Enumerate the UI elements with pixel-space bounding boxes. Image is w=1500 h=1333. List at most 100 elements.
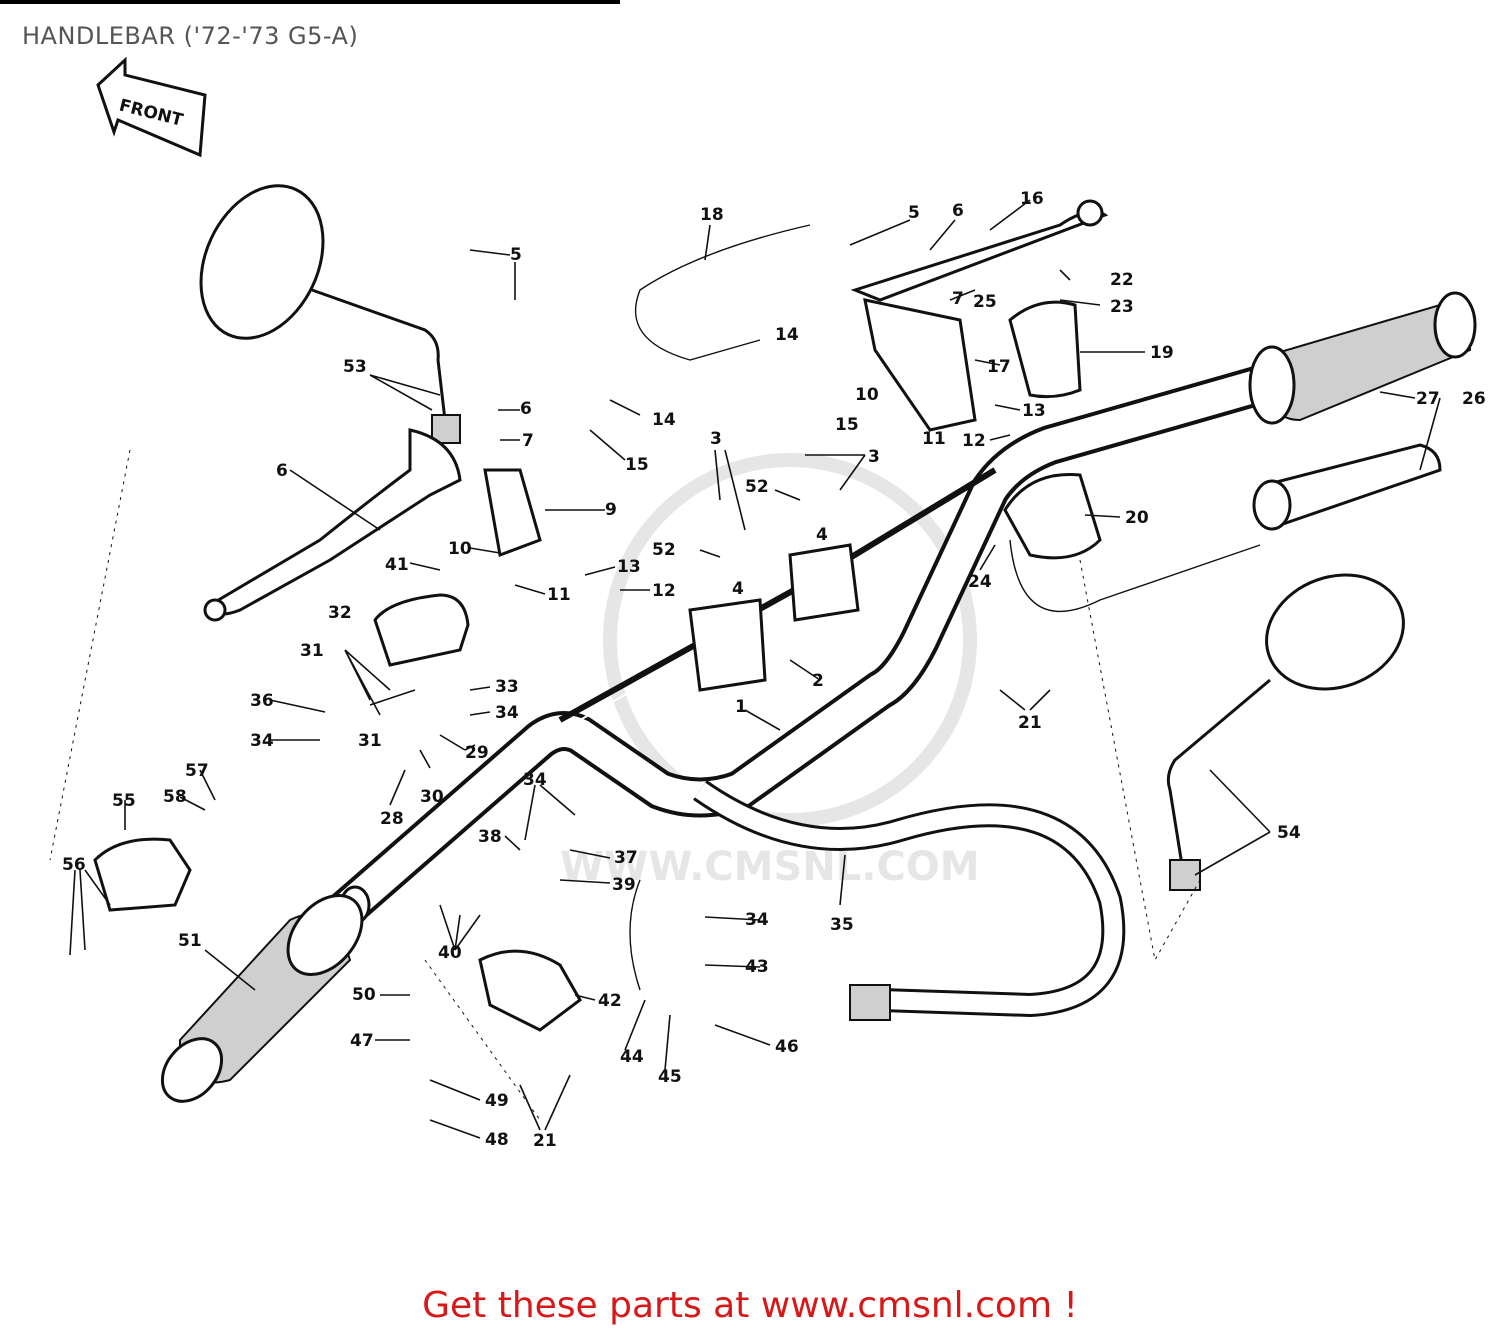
callout-6: 6 bbox=[276, 461, 288, 481]
lower-housing bbox=[1003, 472, 1102, 560]
callout-24: 24 bbox=[968, 572, 992, 592]
callout-30: 30 bbox=[420, 787, 444, 807]
callout-20: 20 bbox=[1125, 508, 1149, 528]
spare-grip bbox=[1252, 443, 1442, 531]
callout-5: 5 bbox=[510, 245, 522, 265]
callout-54: 54 bbox=[1277, 823, 1301, 843]
callout-35: 35 bbox=[830, 915, 854, 935]
callout-labels: 1 2 3 3 4 4 5 5 6 6 6 7 7 9 10 10 11 11 … bbox=[62, 189, 1486, 1151]
callout-1: 1 bbox=[735, 697, 747, 717]
callout-56: 56 bbox=[62, 855, 86, 875]
callout-32: 32 bbox=[328, 603, 352, 623]
callout-34: 34 bbox=[523, 770, 547, 790]
wiring-harness bbox=[629, 780, 1126, 1021]
callout-25: 25 bbox=[973, 292, 997, 312]
callout-23: 23 bbox=[1110, 297, 1134, 317]
callout-6: 6 bbox=[952, 201, 964, 221]
callout-12: 12 bbox=[652, 581, 676, 601]
callout-36: 36 bbox=[250, 691, 274, 711]
callout-7: 7 bbox=[522, 431, 534, 451]
callout-47: 47 bbox=[350, 1031, 374, 1051]
callout-14: 14 bbox=[775, 325, 799, 345]
callout-16: 16 bbox=[1020, 189, 1044, 209]
callout-4: 4 bbox=[732, 579, 744, 599]
leader-lines bbox=[69, 199, 1441, 1139]
left-switch-housing bbox=[373, 593, 470, 667]
callout-12: 12 bbox=[962, 431, 986, 451]
callout-18: 18 bbox=[700, 205, 724, 225]
callout-3: 3 bbox=[868, 447, 880, 467]
top-rule bbox=[0, 0, 620, 4]
callout-15: 15 bbox=[625, 455, 649, 475]
watermark: WWW.CMSNL.COM bbox=[560, 453, 980, 890]
callout-10: 10 bbox=[855, 385, 879, 405]
callout-15: 15 bbox=[835, 415, 859, 435]
callout-27: 27 bbox=[1416, 389, 1440, 409]
callout-19: 19 bbox=[1150, 343, 1174, 363]
callout-26: 26 bbox=[1462, 389, 1486, 409]
callout-38: 38 bbox=[478, 827, 502, 847]
callout-49: 49 bbox=[485, 1091, 509, 1111]
right-lever bbox=[850, 199, 1109, 302]
callout-21: 21 bbox=[1018, 713, 1042, 733]
callout-39: 39 bbox=[612, 875, 636, 895]
callout-34: 34 bbox=[495, 703, 519, 723]
callout-4: 4 bbox=[816, 525, 828, 545]
callout-42: 42 bbox=[598, 991, 622, 1011]
callout-9: 9 bbox=[605, 500, 617, 520]
callout-46: 46 bbox=[775, 1037, 799, 1057]
callout-22: 22 bbox=[1110, 270, 1134, 290]
callout-44: 44 bbox=[620, 1047, 644, 1067]
switch-body bbox=[478, 949, 582, 1032]
callout-52: 52 bbox=[745, 477, 769, 497]
page-title: HANDLEBAR ('72-'73 G5-A) bbox=[22, 22, 359, 50]
callout-21: 21 bbox=[533, 1131, 557, 1151]
clutch-cable bbox=[1009, 539, 1261, 613]
footer-link[interactable]: Get these parts at www.cmsnl.com ! bbox=[422, 1285, 1078, 1326]
callout-7: 7 bbox=[952, 289, 964, 309]
watermark-text: WWW.CMSNL.COM bbox=[560, 844, 980, 890]
callout-43: 43 bbox=[745, 957, 769, 977]
left-grip bbox=[160, 894, 364, 1103]
throttle-housing bbox=[1008, 300, 1082, 399]
callout-28: 28 bbox=[380, 809, 404, 829]
callout-57: 57 bbox=[185, 761, 209, 781]
callout-53: 53 bbox=[343, 357, 367, 377]
callout-33: 33 bbox=[495, 677, 519, 697]
callout-3: 3 bbox=[710, 429, 722, 449]
callout-50: 50 bbox=[352, 985, 376, 1005]
callout-40: 40 bbox=[438, 943, 462, 963]
left-lever bbox=[203, 428, 462, 622]
callout-13: 13 bbox=[1022, 401, 1046, 421]
callout-45: 45 bbox=[658, 1067, 682, 1087]
callout-13: 13 bbox=[617, 557, 641, 577]
callout-31: 31 bbox=[300, 641, 324, 661]
callout-58: 58 bbox=[163, 787, 187, 807]
callout-34: 34 bbox=[250, 731, 274, 751]
callout-10: 10 bbox=[448, 539, 472, 559]
callout-41: 41 bbox=[385, 555, 409, 575]
callout-37: 37 bbox=[614, 848, 638, 868]
callout-14: 14 bbox=[652, 410, 676, 430]
right-mirror bbox=[1166, 573, 1405, 891]
ref-line-left bbox=[49, 449, 131, 861]
callout-51: 51 bbox=[178, 931, 202, 951]
right-grip bbox=[1248, 291, 1477, 425]
callout-11: 11 bbox=[547, 585, 571, 605]
callout-52: 52 bbox=[652, 540, 676, 560]
callout-2: 2 bbox=[812, 671, 824, 691]
lever-brackets bbox=[483, 298, 977, 558]
dimmer-switch bbox=[93, 837, 192, 912]
callout-31: 31 bbox=[358, 731, 382, 751]
throttle-cable bbox=[635, 224, 811, 361]
callout-55: 55 bbox=[112, 791, 136, 811]
ref-line-bottom bbox=[424, 959, 541, 1121]
callout-34: 34 bbox=[745, 910, 769, 930]
callout-29: 29 bbox=[465, 743, 489, 763]
handlebar-clamps bbox=[688, 543, 860, 692]
callout-6: 6 bbox=[520, 399, 532, 419]
front-arrow-icon: FRONT bbox=[96, 56, 207, 158]
callout-11: 11 bbox=[922, 429, 946, 449]
callout-17: 17 bbox=[987, 357, 1011, 377]
